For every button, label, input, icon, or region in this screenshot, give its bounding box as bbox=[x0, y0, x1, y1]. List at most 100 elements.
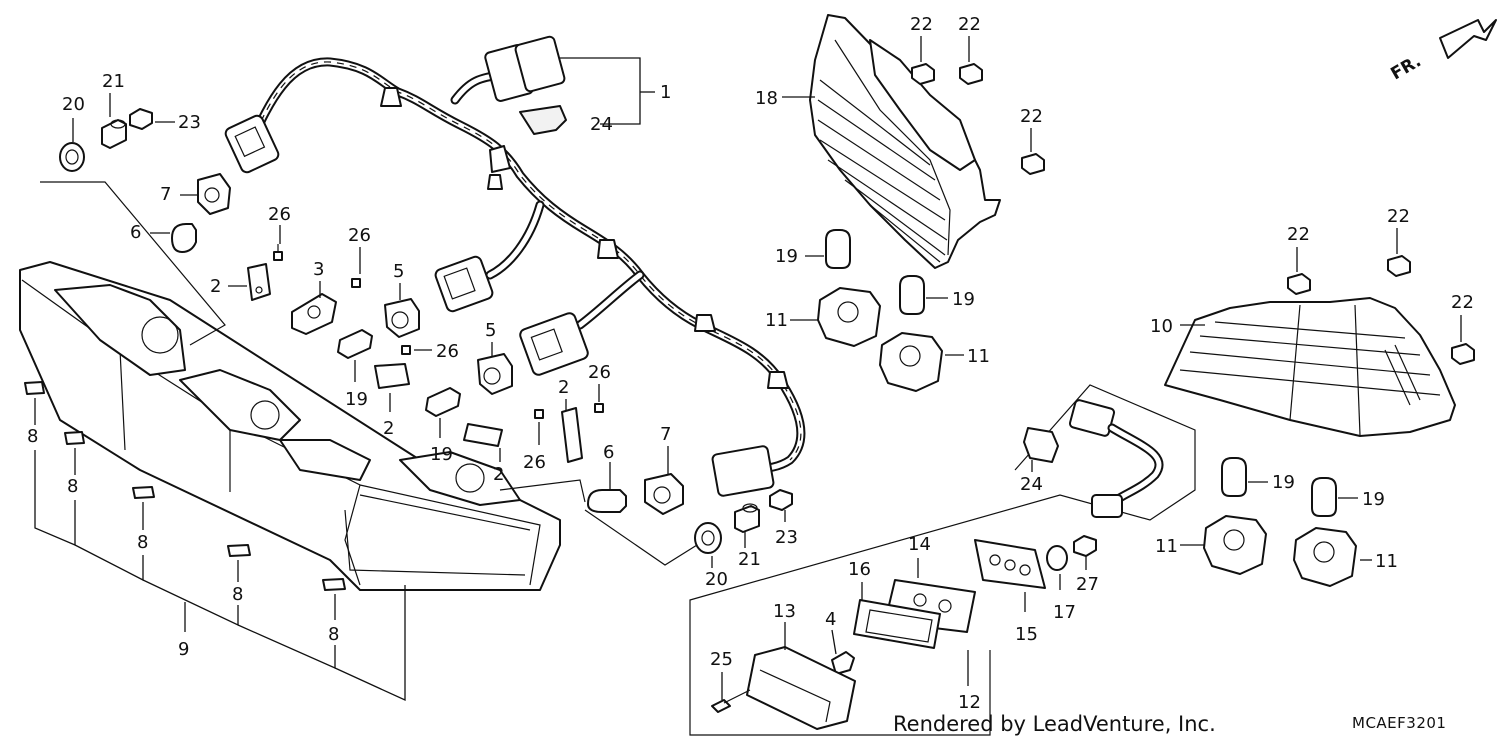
callout-10: 10 bbox=[1150, 316, 1173, 337]
bracket-2a bbox=[247, 263, 271, 301]
front-direction-arrow: FR. bbox=[1388, 19, 1497, 84]
callout-2c: 2 bbox=[493, 464, 504, 485]
callout-2a: 2 bbox=[210, 276, 221, 297]
callout-5b: 5 bbox=[485, 320, 496, 341]
screw-22b bbox=[959, 63, 983, 85]
callout-8b: 8 bbox=[67, 476, 78, 497]
callout-22e: 22 bbox=[1387, 206, 1410, 227]
callout-26e: 26 bbox=[588, 362, 611, 383]
callout-22f: 22 bbox=[1451, 292, 1474, 313]
callout-26a: 26 bbox=[268, 204, 291, 225]
screw-26a bbox=[273, 244, 283, 261]
callout-22b: 22 bbox=[958, 14, 981, 35]
callout-11a: 11 bbox=[765, 310, 788, 331]
callout-13: 13 bbox=[773, 601, 796, 622]
bulb-6-top bbox=[171, 223, 197, 253]
callout-2d: 2 bbox=[558, 377, 569, 398]
callout-22c: 22 bbox=[1020, 106, 1043, 127]
diagram-code: MCAEF3201 bbox=[1352, 714, 1447, 732]
license-lens-15 bbox=[974, 539, 1046, 589]
callout-19c: 19 bbox=[775, 246, 798, 267]
collar-21-top bbox=[101, 119, 127, 149]
bracket-2d bbox=[561, 407, 583, 463]
lens-pads bbox=[24, 381, 346, 591]
callout-7a: 7 bbox=[160, 184, 171, 205]
credit-text: Rendered by LeadVenture, Inc. bbox=[893, 712, 1216, 736]
callout-8a: 8 bbox=[27, 426, 38, 447]
callout-7b: 7 bbox=[660, 424, 671, 445]
callout-19b: 19 bbox=[430, 444, 453, 465]
callout-19d: 19 bbox=[952, 289, 975, 310]
callout-11c: 11 bbox=[1155, 536, 1178, 557]
socket-5a bbox=[384, 298, 420, 338]
nut-27 bbox=[1073, 535, 1097, 557]
screw-26b bbox=[351, 278, 361, 288]
screw-26e bbox=[594, 403, 604, 413]
callout-4: 4 bbox=[825, 609, 836, 630]
callout-26c: 26 bbox=[436, 341, 459, 362]
socket-7b bbox=[644, 473, 684, 515]
callout-20b: 20 bbox=[705, 569, 728, 590]
callout-23a: 23 bbox=[178, 112, 201, 133]
bracket-2c bbox=[463, 423, 503, 447]
callout-3: 3 bbox=[313, 259, 324, 280]
socket-11a bbox=[817, 287, 881, 347]
grommet-20-top bbox=[59, 142, 85, 172]
callout-11d: 11 bbox=[1375, 551, 1398, 572]
connector-24-top bbox=[519, 105, 567, 135]
connector-24-bottom bbox=[1023, 427, 1059, 463]
callout-20a: 20 bbox=[62, 94, 85, 115]
callout-17: 17 bbox=[1053, 602, 1076, 623]
tail-lens-18 bbox=[809, 14, 1001, 269]
callout-8e: 8 bbox=[328, 624, 339, 645]
front-marker-label: FR. bbox=[1388, 51, 1425, 84]
screw-22d bbox=[1287, 273, 1311, 295]
bracket-2b bbox=[374, 363, 410, 389]
callout-2b: 2 bbox=[383, 418, 394, 439]
callout-15: 15 bbox=[1015, 624, 1038, 645]
license-wire bbox=[1068, 399, 1164, 518]
callout-23b: 23 bbox=[775, 527, 798, 548]
callout-11b: 11 bbox=[967, 346, 990, 367]
callout-21b: 21 bbox=[738, 549, 761, 570]
screw-22a bbox=[911, 63, 935, 85]
callout-26d: 26 bbox=[523, 452, 546, 473]
screw-25 bbox=[711, 689, 751, 713]
socket-11b bbox=[879, 332, 943, 392]
callout-16: 16 bbox=[848, 559, 871, 580]
bulb-6b bbox=[587, 489, 627, 513]
bulb-19f bbox=[1311, 477, 1337, 517]
gasket-16 bbox=[853, 599, 941, 649]
grommet-20b bbox=[694, 522, 722, 554]
callout-8c: 8 bbox=[137, 532, 148, 553]
callout-27: 27 bbox=[1076, 574, 1099, 595]
callout-26b: 26 bbox=[348, 225, 371, 246]
screw-22f bbox=[1451, 343, 1475, 365]
screw-22c bbox=[1021, 153, 1045, 175]
screw-22e bbox=[1387, 255, 1411, 277]
callout-12: 12 bbox=[958, 692, 981, 713]
callout-8d: 8 bbox=[232, 584, 243, 605]
socket-7-top bbox=[197, 173, 231, 215]
callout-18: 18 bbox=[755, 88, 778, 109]
callout-24-top: 24 bbox=[590, 114, 613, 135]
socket-11c bbox=[1203, 515, 1267, 575]
callout-14: 14 bbox=[908, 534, 931, 555]
wire-harness bbox=[224, 35, 806, 497]
nut-23-top bbox=[129, 108, 153, 130]
callout-24-bottom: 24 bbox=[1020, 474, 1043, 495]
bulb-19d bbox=[899, 275, 925, 315]
bulb-19a bbox=[337, 329, 373, 359]
callout-1: 1 bbox=[660, 82, 671, 103]
callout-22a: 22 bbox=[910, 14, 933, 35]
callout-25: 25 bbox=[710, 649, 733, 670]
screw-26d bbox=[534, 409, 544, 419]
bulb-19b bbox=[425, 387, 461, 417]
screw-26c bbox=[401, 345, 411, 355]
bulb-19e bbox=[1221, 457, 1247, 497]
callout-19a: 19 bbox=[345, 389, 368, 410]
bulb-19c bbox=[825, 229, 851, 269]
collar-21b bbox=[734, 503, 760, 533]
callout-19e: 19 bbox=[1272, 472, 1295, 493]
